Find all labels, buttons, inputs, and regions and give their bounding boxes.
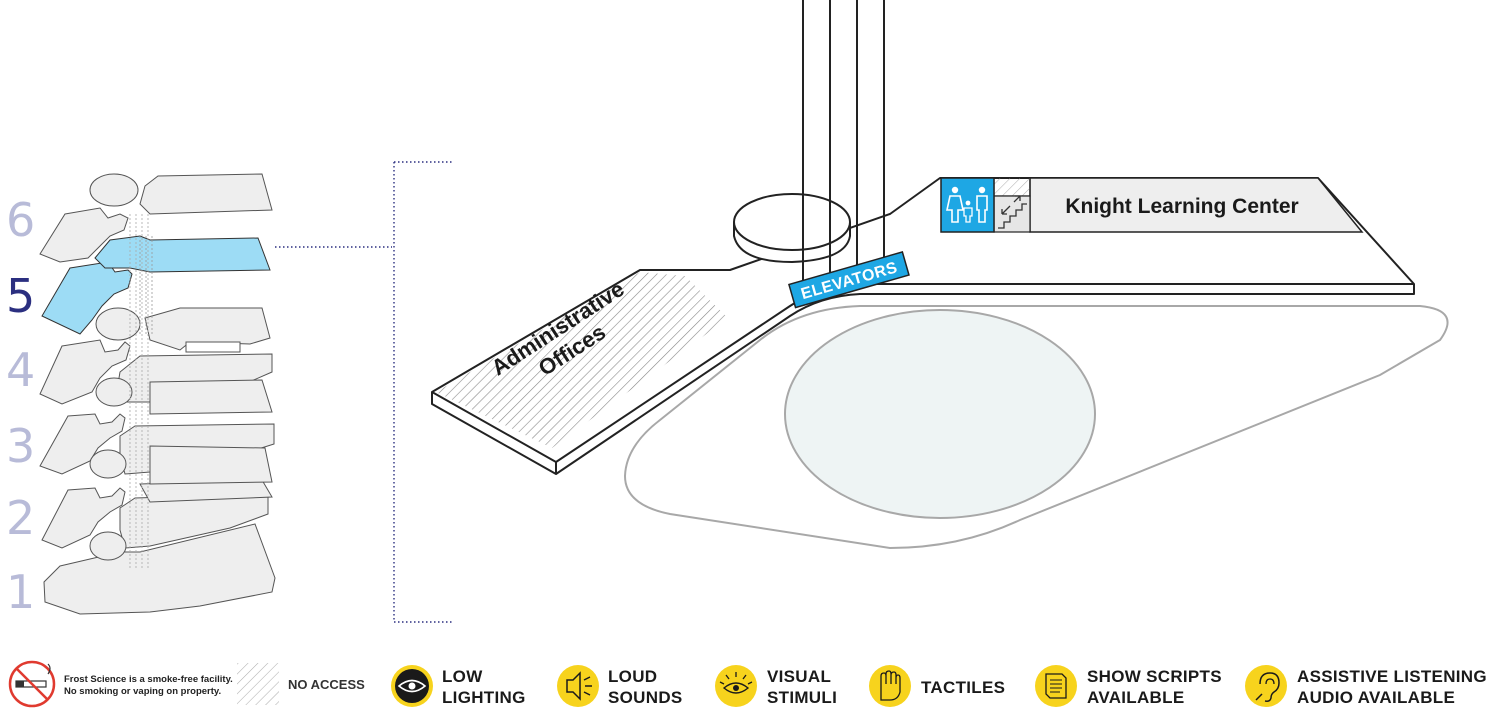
knight-learning-center-label: Knight Learning Center xyxy=(1065,195,1298,218)
floor-3-shape[interactable] xyxy=(39,413,275,485)
tactiles-icon xyxy=(869,665,911,707)
restroom-stairs-block xyxy=(940,177,1031,233)
knight-learning-center[interactable]: Knight Learning Center xyxy=(1029,177,1364,233)
stairs-icon xyxy=(998,195,1027,229)
floor-4-shape[interactable] xyxy=(39,307,273,415)
tactiles-label: TACTILES xyxy=(921,678,1005,697)
floor-number-2[interactable]: 2 xyxy=(6,491,35,545)
no-access-swatch xyxy=(237,663,279,705)
low-lighting-label-line1: LOW xyxy=(442,667,483,686)
floor-number-1[interactable]: 1 xyxy=(6,565,35,619)
assistive-listening-icon xyxy=(1245,665,1287,707)
visual-stimuli-icon xyxy=(715,665,757,707)
assistive-listening-label-line1: ASSISTIVE LISTENING xyxy=(1297,667,1487,686)
visual-stimuli-label-line1: VISUAL xyxy=(767,667,831,686)
floor-stack-core-lines xyxy=(129,214,149,570)
elevator-shafts xyxy=(802,0,885,285)
floor-connector-bracket xyxy=(275,161,452,623)
elevator-drum xyxy=(733,193,851,264)
no-access-label: NO ACCESS xyxy=(288,677,365,692)
visual-stimuli-label-line2: STIMULI xyxy=(767,688,837,707)
floor-numbers: 6 5 4 3 2 1 xyxy=(6,193,35,619)
planetarium-dome-below xyxy=(784,309,1096,519)
low-lighting-label-line2: LIGHTING xyxy=(442,688,526,707)
family-restroom-icon xyxy=(946,186,988,223)
loud-sounds-label-line1: LOUD xyxy=(608,667,657,686)
smoke-free-text-line2: No smoking or vaping on property. xyxy=(64,686,221,697)
floor-slab xyxy=(431,177,1415,475)
show-scripts-icon xyxy=(1035,665,1077,707)
floor-number-6[interactable]: 6 xyxy=(6,193,35,247)
floor-6-shape[interactable] xyxy=(39,173,273,263)
floor-number-4[interactable]: 4 xyxy=(6,343,35,397)
loud-sounds-label-line2: SOUNDS xyxy=(608,688,683,707)
floor-stack xyxy=(39,173,276,615)
assistive-listening-label-line2: AUDIO AVAILABLE xyxy=(1297,688,1455,707)
show-scripts-label-line2: AVAILABLE xyxy=(1087,688,1184,707)
floor-5-plan: ELEVATORS Knight Learning Center xyxy=(431,0,1449,550)
administrative-offices-area[interactable] xyxy=(436,272,728,448)
low-lighting-icon xyxy=(391,665,433,707)
show-scripts-label-line1: SHOW SCRIPTS xyxy=(1087,667,1222,686)
floor-2-shape[interactable] xyxy=(41,479,273,561)
smoke-free-text-line1: Frost Science is a smoke-free facility. xyxy=(64,674,233,685)
loud-sounds-icon xyxy=(557,665,599,707)
no-smoking-icon xyxy=(8,660,56,708)
floor-number-3[interactable]: 3 xyxy=(6,419,35,473)
floor-number-5[interactable]: 5 xyxy=(6,269,35,323)
legend: Frost Science is a smoke-free facility. … xyxy=(8,660,1487,708)
floor-5-shape-active[interactable] xyxy=(41,235,271,335)
floor-1-shape[interactable] xyxy=(43,523,276,615)
